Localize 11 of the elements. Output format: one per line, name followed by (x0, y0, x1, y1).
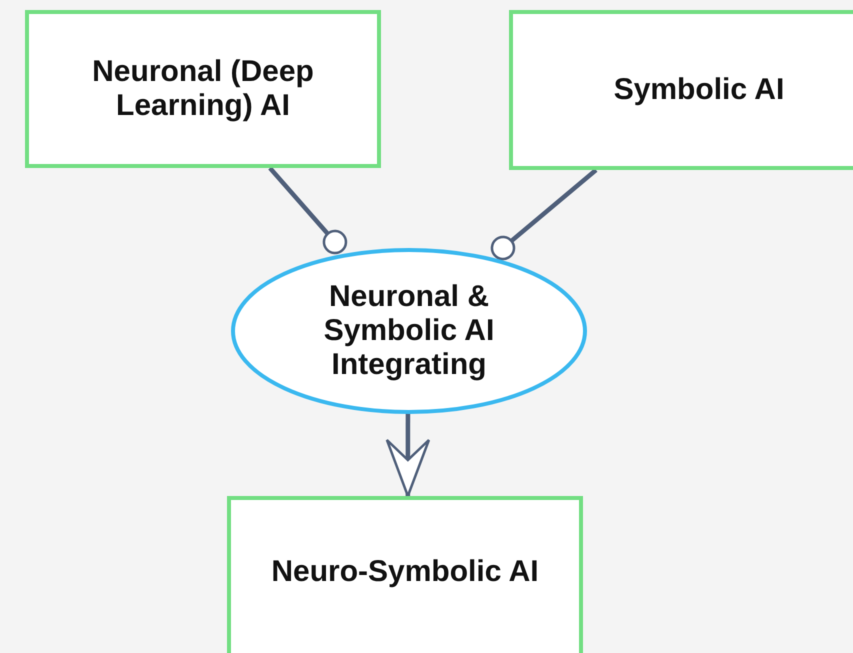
node-label: Neuro-Symbolic AI (271, 554, 539, 588)
node-label: Neuronal & Symbolic AI Integrating (322, 280, 496, 382)
node-label: Symbolic AI (614, 73, 784, 107)
ellipse-node (231, 248, 587, 414)
process-box (227, 496, 583, 653)
process-box (509, 10, 853, 170)
connector-line (490, 168, 598, 260)
arrow (386, 414, 430, 498)
node-label: Neuronal (Deep Learning) AI (91, 55, 315, 123)
connector-line (268, 166, 348, 254)
process-box (25, 10, 381, 168)
